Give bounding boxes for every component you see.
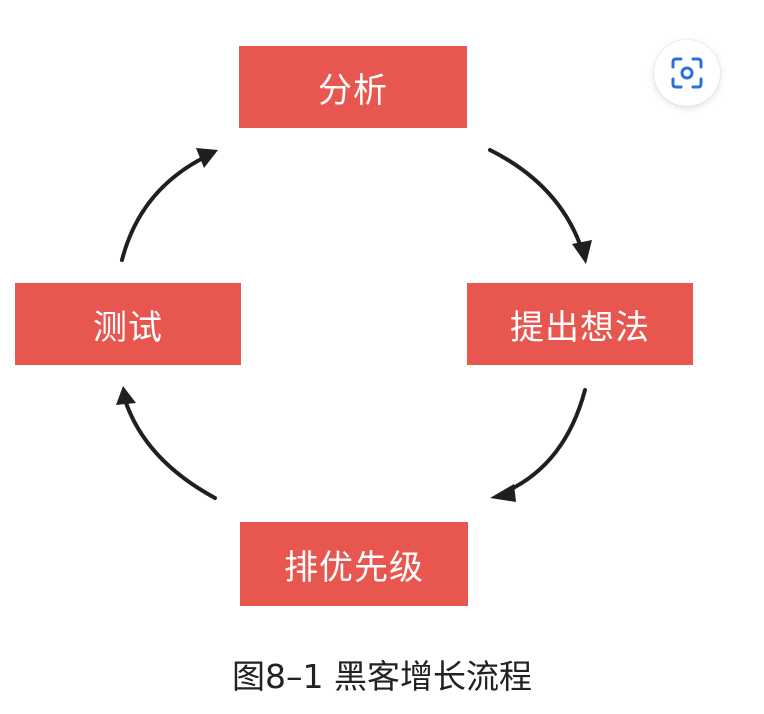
arrow-head-ideas-to-prioritize (490, 484, 516, 502)
node-generate-ideas-label: 提出想法 (510, 307, 650, 348)
figure-caption: 图8–1 黑客增长流程 (232, 657, 532, 696)
scan-icon (671, 57, 703, 89)
arrow-head-prioritize-to-test (116, 386, 136, 405)
arrow-ideas-to-prioritize (503, 388, 587, 494)
node-test-label: 测试 (93, 307, 163, 348)
arrow-head-analyze-to-ideas (572, 240, 592, 264)
node-prioritize-label: 排优先级 (284, 547, 424, 588)
node-analyze-label: 分析 (318, 70, 388, 111)
arrow-prioritize-to-test (123, 398, 217, 500)
arrow-analyze-to-ideas (488, 148, 584, 252)
node-prioritize: 排优先级 (240, 522, 468, 606)
scan-button[interactable] (654, 40, 720, 106)
arrow-test-to-analyze (120, 155, 207, 262)
node-analyze: 分析 (239, 46, 467, 128)
node-test: 测试 (15, 283, 241, 365)
node-generate-ideas: 提出想法 (467, 283, 693, 365)
arrow-head-test-to-analyze (196, 148, 218, 168)
